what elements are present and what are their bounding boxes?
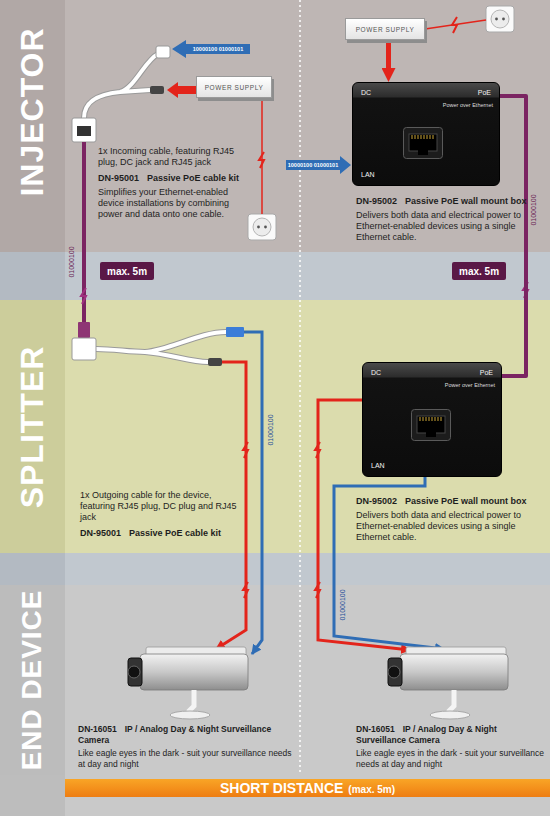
text-group: DN-95002 Passive PoE wall mount boxDelive… [356,496,544,543]
row-title: INJECTOR [16,27,48,196]
text-line: DN-95001 Passive PoE cable kit [98,173,246,184]
port-label: LAN [361,171,375,178]
product-description: Like eagle eyes in the dark - suit your … [356,748,546,769]
port-label: Power over Ethernet [445,383,495,389]
text-group: 1x Incoming cable, featuring RJ45 plug, … [98,146,246,220]
power-supply-box: POWER SUPPLY [345,18,425,40]
wall-socket [486,6,514,32]
poe-wall-box: DC PoE Power over EthernetLAN [352,82,500,186]
text-line: 01000100 [339,589,347,620]
text-line: DN-95002 Passive PoE wall mount box [356,196,544,207]
product-name: Passive PoE wall mount box [405,196,527,206]
distance-tag: max. 5m [452,262,506,280]
rj45-jack [403,127,443,159]
row-title: END DEVICE [18,590,46,771]
text-line: Delivers both data and electrical power … [356,210,544,243]
wall-socket [248,214,276,240]
text-group: DN-16051IP / Analog Day & Night Surveill… [356,724,546,769]
text-line: 10000100 01000101 [186,44,250,54]
distance-bar: SHORT DISTANCE (max. 5m) [65,779,550,797]
text-group: 01000100 [267,414,275,445]
product-name: Passive PoE wall mount box [405,496,527,506]
ip-camera [388,647,508,719]
text-group: 10000100 01000101 [286,160,340,170]
port-label: DC [361,89,371,96]
text-group: DN-95002 Passive PoE wall mount boxDelive… [356,196,544,243]
text-line: 1x Outgoing cable for the device, featur… [80,490,240,523]
text-line: Like eagle eyes in the dark - suit your … [356,748,546,769]
text-line: 01000100 [530,194,538,225]
poe-cable [500,96,526,376]
device-label: POWER SUPPLY [356,26,415,33]
binary-data-text: 01000100 [267,414,275,445]
port-label: PoE [478,89,491,96]
power-supply-box: POWER SUPPLY [196,76,272,98]
port-label: DC [371,369,381,376]
text-line: DN-95001 Passive PoE cable kit [80,528,240,539]
product-code: DN-95002 [356,496,397,506]
product-description: Like eagle eyes in the dark - suit your … [78,748,293,769]
cable-description: 1x Outgoing cable for the device, featur… [80,490,240,523]
ip-camera [128,647,248,719]
distance-tag: max. 5m [100,262,154,280]
binary-data-text: 01000100 [339,589,347,620]
text-line: 01000100 [267,414,275,445]
port-label: LAN [371,462,385,469]
text-group: 01000100 [530,194,538,225]
cable-description: 1x Incoming cable, featuring RJ45 plug, … [98,146,246,168]
rj45-jack [411,409,451,441]
text-line: 1x Incoming cable, featuring RJ45 plug, … [98,146,246,168]
poe-wall-box: DC PoE Power over EthernetLAN [362,362,502,477]
product-code: DN-95001 [80,528,121,538]
binary-data-text: 10000100 01000101 [186,44,250,54]
text-group: 01000100 [339,589,347,620]
text-line: Delivers both data and electrical power … [356,510,544,543]
text-line: DN-16051IP / Analog Day & Night Surveill… [78,724,293,745]
distance-text: max. 5m [107,266,147,277]
product-code: DN-16051 [356,724,395,734]
row-title: SPLITTER [16,346,48,509]
port-label: Power over Ethernet [443,103,493,109]
text-line: Like eagle eyes in the dark - suit your … [78,748,293,769]
text-line: 10000100 01000101 [286,160,340,170]
text-line: DN-95002 Passive PoE wall mount box [356,496,544,507]
power-arrow [386,40,391,74]
text-group: 01000100 [68,246,76,277]
product-code: DN-16051 [78,724,117,734]
text-line: Simplifies your Ethernet-enabled device … [98,187,246,220]
port-label: PoE [480,369,493,376]
distance-text: SHORT DISTANCE [220,780,343,796]
poe-cable-kit [72,327,244,366]
binary-data-text: 01000100 [530,194,538,225]
text-group: 10000100 01000101 [186,44,250,54]
product-description: Simplifies your Ethernet-enabled device … [98,187,246,220]
product-code: DN-95001 [98,173,139,183]
product-name: Passive PoE cable kit [147,173,239,183]
distance-text: max. 5m [459,266,499,277]
device-label: POWER SUPPLY [205,84,264,91]
binary-data-text: 01000100 [68,246,76,277]
text-group: DN-16051IP / Analog Day & Night Surveill… [78,724,293,769]
product-name: Passive PoE cable kit [129,528,221,538]
distance-text: (max. 5m) [348,784,395,795]
poe-cable-kit [72,46,170,142]
text-line: DN-16051IP / Analog Day & Night Surveill… [356,724,546,745]
product-description: Delivers both data and electrical power … [356,210,544,243]
binary-data-text: 10000100 01000101 [286,160,340,170]
product-description: Delivers both data and electrical power … [356,510,544,543]
product-code: DN-95002 [356,196,397,206]
text-line: 01000100 [68,246,76,277]
text-group: 1x Outgoing cable for the device, featur… [80,490,240,539]
